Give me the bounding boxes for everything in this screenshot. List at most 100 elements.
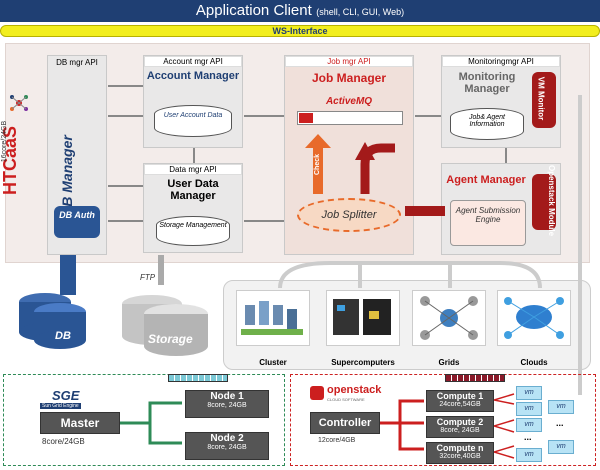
monitoring-manager-box: Monitoringmgr API Monitoring Manager Job… [441, 55, 561, 148]
openstack-logo-icon [310, 386, 324, 400]
openstack-controller-spec: 12core/4GB [318, 437, 356, 444]
openstack-cluster-panel [290, 374, 596, 466]
sge-node-2: Node 2 8core, 24GB [185, 432, 269, 460]
agent-manager-title: Agent Manager [446, 174, 526, 186]
sge-queue [168, 374, 228, 382]
storage-management-db: Storage Management [156, 216, 230, 246]
sge-name: SGE [52, 388, 80, 403]
htcaas-logo-icon [10, 95, 28, 111]
sge-links-icon [120, 401, 182, 445]
vm-box: vm [516, 386, 542, 400]
arrow-db-data-2 [108, 220, 143, 222]
vm-box: vm [548, 400, 574, 414]
user-account-data-db: User Account Data [154, 105, 232, 137]
monitoring-manager-api: Monitoringmgr API [442, 56, 560, 67]
application-client-bar: Application Client (shell, CLI, GUI, Web… [0, 0, 600, 22]
agent-submission-engine: Agent Submission Engine [450, 200, 526, 246]
vm-box: vm [516, 418, 542, 432]
arrow-account-data [193, 148, 195, 163]
grids-icon [412, 290, 486, 346]
arrow-db-data [108, 185, 143, 187]
compute-1-node: Compute 1 24core,54GB [426, 390, 494, 412]
return-arrow-icon [355, 142, 395, 194]
htcaas-spec: 16core/24GB [1, 120, 9, 163]
sge-cluster-panel [3, 374, 285, 466]
openstack-controller-name: Controller [318, 417, 372, 429]
arrow-account-job [244, 115, 284, 117]
compute-n-spec: 32core,40GB [439, 453, 481, 460]
arrow-data-job [244, 220, 284, 222]
resource-links-icon [278, 261, 542, 289]
vm-monitor-label: VM Monitor [536, 76, 546, 121]
data-manager-api: Data mgr API [144, 164, 242, 175]
job-splitter-oval [297, 198, 401, 232]
openstack-name: openstack [327, 384, 382, 396]
arrow-db-account-2 [108, 115, 143, 117]
job-agent-info-db: Job& Agent Information [450, 108, 524, 140]
openstack-module-label: Openstack Module [547, 164, 557, 237]
compute-2-node: Compute 2 8core, 24GB [426, 416, 494, 438]
clouds-icon [497, 290, 571, 346]
openstack-controller-node: Controller [310, 412, 380, 434]
sge-node-2-name: Node 2 [210, 433, 244, 444]
sge-master-name: Master [60, 416, 100, 430]
job-manager-title: Job Manager [311, 71, 386, 85]
account-manager-title: Account Manager [146, 70, 240, 82]
queue-head [299, 113, 313, 123]
arrow-monitor-agent [505, 148, 507, 163]
check-label: Check [314, 153, 322, 176]
vm-box: vm [548, 440, 574, 454]
resource-label-supercomputers: Supercomputers [331, 358, 395, 367]
account-manager-api: Account mgr API [144, 56, 242, 67]
check-arrow-icon [305, 134, 331, 194]
job-manager-box: Job mgr API Job Manager ActiveMQ Check J… [284, 55, 414, 255]
openstack-queue [445, 374, 505, 382]
ws-interface-bar: WS-Interface [0, 25, 600, 37]
ftp-arrow [158, 255, 164, 285]
ftp-label: FTP [140, 273, 156, 282]
sge-sub: Sun Grid Engine [40, 403, 81, 409]
cluster-icon [236, 290, 310, 346]
sge-node-1-name: Node 1 [210, 391, 244, 402]
db-manager-title: DB Manager [58, 135, 75, 217]
activemq-label: ActiveMQ [325, 96, 373, 107]
resource-label-clouds: Clouds [520, 358, 548, 367]
arrow-splitter-agent [405, 206, 445, 216]
sge-master-node: Master [40, 412, 120, 434]
openstack-sub: CLOUD SOFTWARE [327, 397, 365, 402]
monitoring-manager-title: Monitoring Manager [458, 71, 516, 95]
compute-2-spec: 8core, 24GB [440, 427, 480, 434]
resource-label-grids: Grids [438, 358, 460, 367]
openstack-module [532, 174, 556, 230]
db-manager-box: DB mgr API DB Manager DB Auth [47, 55, 107, 255]
sge-master-spec: 8core/24GB [42, 437, 85, 446]
db-manager-api: DB mgr API [56, 58, 98, 67]
vm-monitor-module [532, 72, 556, 128]
activemq-queue [297, 111, 403, 125]
compute-1-spec: 24core,54GB [439, 401, 481, 408]
vm-ellipsis: ... [556, 418, 564, 428]
vm-ellipsis: ... [524, 432, 532, 442]
arrow-job-monitor [415, 115, 441, 117]
vm-box: vm [516, 448, 542, 462]
openstack-links-icon [380, 399, 424, 451]
db-auth-connector [60, 255, 76, 295]
storage-label: Storage [148, 332, 193, 346]
application-client-protocols: (shell, CLI, GUI, Web) [316, 7, 405, 17]
vm-box: vm [516, 402, 542, 416]
db-cylinder-icon [19, 293, 86, 349]
sge-node-1: Node 1 8core, 24GB [185, 390, 269, 418]
data-manager-box: Data mgr API User Data Manager Storage M… [143, 163, 243, 253]
supercomputers-icon [326, 290, 400, 346]
job-splitter-label: Job Splitter [321, 209, 377, 221]
compute-vm-links-icon [494, 393, 515, 459]
data-manager-title: User Data Manager [167, 178, 219, 202]
db-auth-box: DB Auth [54, 206, 100, 238]
right-connector [578, 95, 582, 395]
sge-node-2-spec: 8core, 24GB [207, 444, 247, 451]
resource-label-cluster: Cluster [259, 358, 287, 367]
sge-node-1-spec: 8core, 24GB [207, 402, 247, 409]
arrow-db-account [108, 85, 143, 87]
account-manager-box: Account mgr API Account Manager User Acc… [143, 55, 243, 148]
compute-1-name: Compute 1 [436, 391, 484, 401]
